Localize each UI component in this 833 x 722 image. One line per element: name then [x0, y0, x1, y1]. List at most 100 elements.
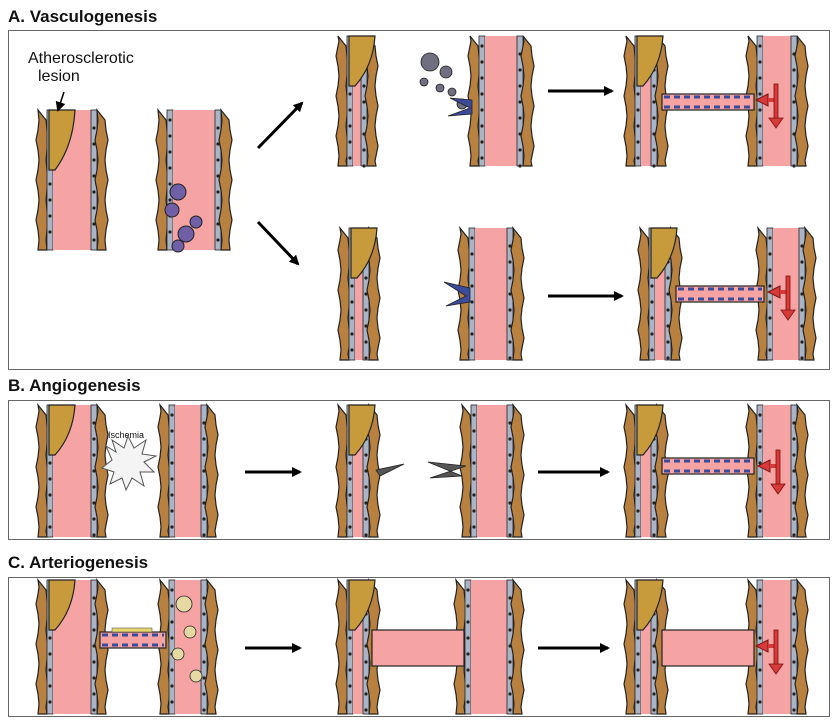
- c-vessel-1-nucleus: [48, 700, 51, 703]
- b-vessel-5-nucleus: [652, 533, 655, 536]
- a-bottom-vessel-4-nucleus: [768, 332, 771, 335]
- a-top-vessel-4-nucleus: [758, 60, 761, 63]
- b-vessel-1-nucleus: [92, 453, 95, 456]
- a-bottom-vessel-4-nucleus: [768, 348, 771, 351]
- b-vessel-1-nucleus: [48, 461, 51, 464]
- circulating-cell: [448, 88, 456, 96]
- c-vessel-4-nucleus: [508, 660, 511, 663]
- b-vessel-5-nucleus: [636, 461, 639, 464]
- c-vessel-2-nucleus: [170, 684, 173, 687]
- c-vessel-2-nucleus: [202, 692, 205, 695]
- a-top-vessel-1-nucleus: [348, 124, 351, 127]
- b-vessel-5-nucleus: [652, 469, 655, 472]
- c-vessel-4-endothelium-left: [465, 580, 471, 714]
- a-vessel-cells-nucleus: [216, 222, 219, 225]
- a-top-vessel-4-nucleus: [792, 52, 795, 55]
- b-vessel-4-nucleus: [508, 453, 511, 456]
- a-vessel-cells-nucleus: [216, 126, 219, 129]
- a-top-vessel-1-nucleus: [362, 132, 365, 135]
- b-vessel-6-nucleus: [758, 413, 761, 416]
- a-top-vessel-3-nucleus: [652, 148, 655, 151]
- c-vessel-2-nucleus: [202, 628, 205, 631]
- c-vessel-1-nucleus: [48, 684, 51, 687]
- a-vessel-cells-nucleus: [168, 230, 171, 233]
- b-vessel-5-nucleus: [652, 501, 655, 504]
- a-vessel-cells-nucleus: [168, 198, 171, 201]
- a-top-vessel-4-nucleus: [792, 116, 795, 119]
- a-top-vessel-4-nucleus: [758, 76, 761, 79]
- c-vessel-5-nucleus: [652, 660, 655, 663]
- c-vessel-4-nucleus: [508, 708, 511, 711]
- a-vessel-lesion-nucleus: [48, 182, 51, 185]
- b-vessel-1-nucleus: [92, 437, 95, 440]
- b-flow-arrow-down-shaft: [776, 450, 780, 486]
- a-top-vessel-2-wall-right: [521, 36, 534, 166]
- progenitor-cell: [172, 240, 184, 252]
- a-bottom-vessel-2-nucleus: [508, 260, 511, 263]
- b-vessel-4-nucleus: [508, 469, 511, 472]
- a-top-vessel-4-wall-right: [795, 36, 808, 166]
- a-top-vessel-2-nucleus: [480, 108, 483, 111]
- b-vessel-6-nucleus: [792, 469, 795, 472]
- c-vessel-6-nucleus: [758, 700, 761, 703]
- b-vessel-4-nucleus: [508, 501, 511, 504]
- a-bottom-vessel-4-nucleus: [800, 356, 803, 359]
- a-top-vessel-3-nucleus: [652, 100, 655, 103]
- b-vessel-3-nucleus: [348, 525, 351, 528]
- b-vessel-4-nucleus: [472, 493, 475, 496]
- b-vessel-1-nucleus: [92, 533, 95, 536]
- a-top-vessel-4-nucleus: [792, 132, 795, 135]
- c-vessel-6-nucleus: [792, 612, 795, 615]
- circulating-cell: [436, 84, 444, 92]
- monocyte: [190, 670, 202, 682]
- a-bottom-vessel-4-nucleus: [768, 236, 771, 239]
- b-vessel-1-nucleus: [92, 421, 95, 424]
- c-vessel-2-nucleus: [170, 700, 173, 703]
- a-top-vessel-4-nucleus: [792, 164, 795, 167]
- a-vessel-lesion-wall-right: [95, 110, 108, 250]
- a-bottom-vessel-4-nucleus: [768, 316, 771, 319]
- b-vessel-6-nucleus: [758, 429, 761, 432]
- progenitor-cell: [165, 203, 179, 217]
- b-vessel-2-nucleus: [202, 437, 205, 440]
- c-vessel-5-nucleus: [636, 700, 639, 703]
- monocyte: [172, 648, 184, 660]
- b-vessel-6-nucleus: [792, 533, 795, 536]
- c-vessel-1-nucleus: [92, 644, 95, 647]
- c-vessel-4-nucleus: [466, 604, 469, 607]
- a-vessel-cells-nucleus: [168, 134, 171, 137]
- b-vessel-2-nucleus: [202, 533, 205, 536]
- b-vessel-2-nucleus: [170, 461, 173, 464]
- c-vessel-2-nucleus: [170, 636, 173, 639]
- c-collateral-mature: [662, 630, 754, 666]
- c-vessel-6-nucleus: [792, 692, 795, 695]
- a-vessel-cells-endothelium-left: [167, 110, 173, 250]
- c-vessel-4-nucleus: [508, 612, 511, 615]
- b-vessel-6-nucleus: [792, 485, 795, 488]
- c-vessel-6-nucleus: [758, 588, 761, 591]
- c-vessel-1-nucleus: [92, 628, 95, 631]
- circulating-cell: [440, 66, 452, 78]
- b-vessel-4-nucleus: [508, 485, 511, 488]
- a-bottom-vessel-2-nucleus: [508, 356, 511, 359]
- b-vessel-1-nucleus: [92, 485, 95, 488]
- a-top-vessel-2-nucleus: [480, 140, 483, 143]
- c-vessel-6-wall-right: [795, 580, 808, 714]
- a-top-vessel-3-nucleus: [636, 92, 639, 95]
- a-top-vessel-2-nucleus: [480, 44, 483, 47]
- a-bottom-vessel-1-nucleus: [350, 316, 353, 319]
- a-top-vessel-2-nucleus: [518, 132, 521, 135]
- c-vessel-6-nucleus: [792, 644, 795, 647]
- a-top-vessel-2-nucleus: [518, 148, 521, 151]
- a-bottom-vessel-3-nucleus: [666, 324, 669, 327]
- a-top-vessel-3-nucleus: [652, 132, 655, 135]
- b-vessel-6-nucleus: [758, 509, 761, 512]
- a-top-vessel-2-nucleus: [518, 84, 521, 87]
- c-vessel-1-nucleus: [92, 596, 95, 599]
- c-vessel-6-nucleus: [792, 660, 795, 663]
- b-vessel-3-nucleus: [348, 477, 351, 480]
- b-vessel-2-nucleus: [170, 413, 173, 416]
- a-vessel-cells-nucleus: [168, 182, 171, 185]
- a-vessel-cells-wall-right: [219, 110, 232, 250]
- b-vessel-4-nucleus: [472, 445, 475, 448]
